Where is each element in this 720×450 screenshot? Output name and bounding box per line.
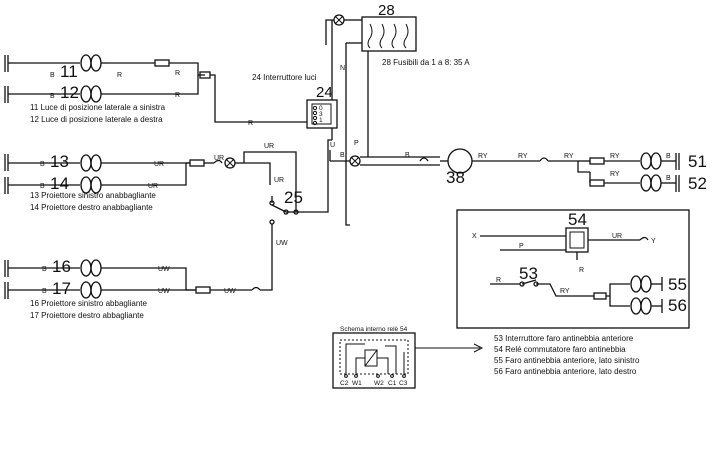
relay-pin-label: W2 xyxy=(374,380,384,387)
indicator-lamp-top xyxy=(325,14,346,100)
relay-pin-label: W1 xyxy=(352,380,362,387)
wire-code-ur: UR xyxy=(612,233,622,240)
label-38: 38 xyxy=(446,168,465,187)
wire-code-ry: RY xyxy=(610,153,620,160)
caption-53: 53 Interruttore faro antinebbia anterior… xyxy=(494,334,634,343)
wire-code-r: R xyxy=(579,267,584,274)
caption-55: 55 Faro antinebbia anteriore, lato sinis… xyxy=(494,356,640,365)
label-25: 25 xyxy=(284,188,303,207)
wire-code-ur: UR xyxy=(274,177,284,184)
caption-14: 14 Proiettore destro anabbagliante xyxy=(30,203,153,212)
wire-code-b: B xyxy=(405,152,410,159)
relay-pin-label: C3 xyxy=(399,380,408,387)
caption-54: 54 Relé commutatore faro antinebbia xyxy=(494,345,626,354)
label-11: 11 xyxy=(60,62,78,81)
fuse-box-28 xyxy=(345,16,417,130)
wire-code-p: P xyxy=(354,140,359,147)
label-12: 12 xyxy=(60,83,79,102)
wire-code-ur: UR xyxy=(264,143,274,150)
caption-56: 56 Faro antinebbia anteriore, lato destr… xyxy=(494,367,637,376)
wire-code-ry: RY xyxy=(518,153,528,160)
wire-code-b: B xyxy=(42,266,47,273)
caption-11: 11 Luce di posizione laterale a sinistra xyxy=(30,103,166,112)
caption-24: 24 Interruttore luci xyxy=(252,73,317,82)
wire-code-p: P xyxy=(519,243,524,250)
label-16: 16 xyxy=(52,257,71,276)
wire-code-r: R xyxy=(175,70,180,77)
caption-12: 12 Luce di posizione laterale a destra xyxy=(30,115,163,124)
wire-code-u: U xyxy=(330,142,335,149)
centre-feeds xyxy=(329,51,440,167)
label-52: 52 xyxy=(688,174,707,193)
label-56: 56 xyxy=(668,296,687,315)
wire-code-r: R xyxy=(175,92,180,99)
wire-code-b: B xyxy=(50,93,55,100)
dip-switch-25 xyxy=(260,130,350,291)
label-13: 13 xyxy=(50,152,69,171)
wire-code-ry: RY xyxy=(560,288,570,295)
side-light-connector xyxy=(199,71,307,123)
wire-code-ur: UR xyxy=(154,161,164,168)
switch24-terminal: 3 xyxy=(319,111,323,118)
label-14: 14 xyxy=(50,174,69,193)
fog-lamp-panel xyxy=(456,209,690,329)
wire-code-b: B xyxy=(666,153,671,160)
switch24-terminal: 0 xyxy=(319,105,323,112)
wire-code-b: B xyxy=(40,183,45,190)
caption-16: 16 Proiettore sinistro abbagliante xyxy=(30,299,148,308)
wire-code-y: Y xyxy=(651,238,656,245)
fog-lamp-52 xyxy=(589,172,680,192)
wire-code-n: N xyxy=(340,65,345,72)
side-light-12 xyxy=(4,75,199,103)
caption-17: 17 Proiettore destro abbagliante xyxy=(30,311,144,320)
wire-code-ry: RY xyxy=(564,153,574,160)
dipped-headlamp-13 xyxy=(4,154,205,172)
wire-code-b: B xyxy=(666,175,671,182)
caption-13: 13 Proiettore sinistro anabbagliante xyxy=(30,191,156,200)
light-switch-24 xyxy=(306,99,338,129)
label-53: 53 xyxy=(519,264,538,283)
wire-code-uw: UW xyxy=(224,288,236,295)
switch24-terminal: 1 xyxy=(319,117,323,124)
wire-code-b: B xyxy=(42,288,47,295)
label-51: 51 xyxy=(688,152,707,171)
wire-code-r: R xyxy=(496,277,501,284)
relay-54-internal-panel xyxy=(332,332,484,389)
wire-code-ry: RY xyxy=(478,153,488,160)
connector-38 xyxy=(440,148,505,174)
wire-code-r: R xyxy=(117,72,122,79)
wire-code-x: X xyxy=(472,233,477,240)
caption-28: 28 Fusibili da 1 a 8: 35 A xyxy=(382,58,470,67)
wire-code-ur: UR xyxy=(214,155,224,162)
wire-code-r: R xyxy=(248,120,253,127)
fog-lamp-51 xyxy=(505,152,680,173)
wire-code-ur: UR xyxy=(148,183,158,190)
relay-pin-label: C2 xyxy=(340,380,349,387)
main-headlamp-17 xyxy=(4,281,261,299)
label-17: 17 xyxy=(52,279,71,298)
wire-code-uw: UW xyxy=(276,240,288,247)
relay-panel-title: Schema interno relè 54 xyxy=(340,326,408,333)
dipped-headlamp-14 xyxy=(4,162,190,194)
label-24: 24 xyxy=(316,84,333,101)
label-28: 28 xyxy=(378,2,395,19)
dipped-beam-feed xyxy=(204,151,297,212)
wire-code-uw: UW xyxy=(158,288,170,295)
relay-pin-label: C1 xyxy=(388,380,397,387)
label-54: 54 xyxy=(568,210,587,229)
wire-code-b: B xyxy=(40,161,45,168)
wire-code-ry: RY xyxy=(610,171,620,178)
wire-code-b: B xyxy=(50,72,55,79)
side-light-11 xyxy=(4,54,205,76)
wire-code-uw: UW xyxy=(158,266,170,273)
wire-code-b: B xyxy=(340,152,345,159)
label-55: 55 xyxy=(668,275,687,294)
